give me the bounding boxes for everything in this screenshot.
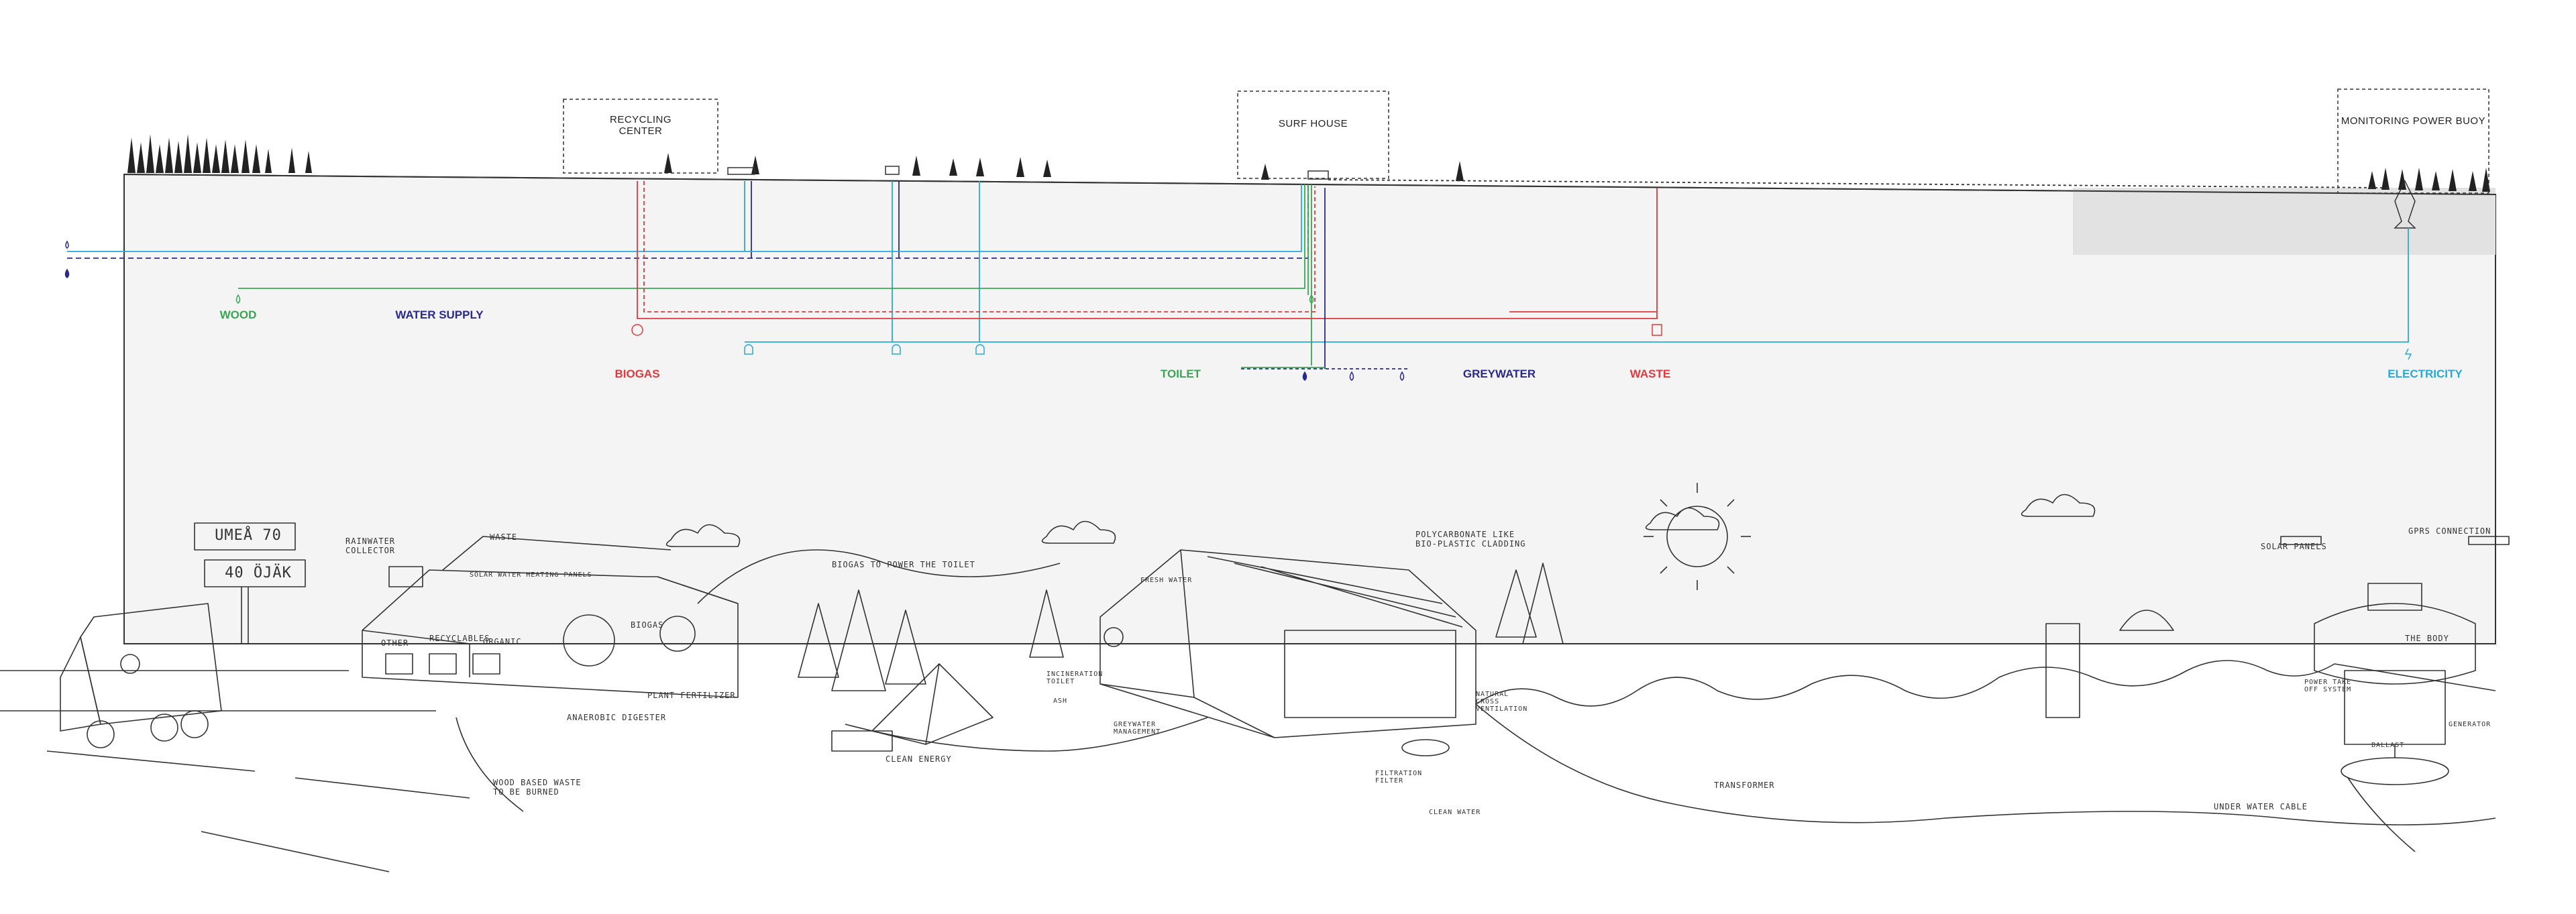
energy-box [831, 730, 893, 752]
anaerobic-label: ANAEROBIC DIGESTER [567, 713, 667, 722]
filtration-label: FILTRATION FILTER [1375, 770, 1423, 785]
flow-arrow [455, 717, 524, 812]
trees-center [798, 563, 1564, 691]
water-supply-heading: WATER SUPPLY [395, 308, 484, 321]
recyclables-label: RECYCLABLES [429, 634, 490, 643]
greywater-heading: GREYWATER [1462, 367, 1536, 380]
recycling-building [362, 536, 739, 698]
recycling-center-title: RECYCLING CENTER [609, 114, 672, 137]
sea-waves [1475, 660, 2496, 707]
surf-house-outline [1237, 91, 1389, 179]
surf-house-title: SURF HOUSE [1278, 118, 1348, 129]
cloud [1041, 520, 1116, 544]
buoy-title: MONITORING POWER BUOY [2341, 115, 2486, 127]
biogas-toilet-label: BIOGAS TO POWER THE TOILET [832, 560, 975, 569]
the-body-label: THE BODY [2405, 634, 2449, 643]
transformer-label: TRANSFORMER [1714, 781, 1775, 790]
road [0, 670, 470, 872]
treeline [127, 134, 2490, 192]
polycarbonate-label: POLYCARBONATE LIKE BIO-PLASTIC CLADDING [1415, 530, 1526, 549]
wood-heading: WOOD [219, 308, 257, 321]
cloud [1645, 507, 1720, 530]
under-water-cable-label: UNDER WATER CABLE [2214, 802, 2308, 811]
endpoint-icons [64, 240, 2412, 381]
toilet-heading: TOILET [1160, 367, 1201, 380]
electricity-heading: ELECTRICITY [2387, 367, 2463, 380]
incineration-toilet-label: INCINERATION TOILET [1046, 671, 1104, 685]
sign-bottom-text: 40 ÖJÄK [225, 565, 292, 581]
sign-top-text: UMEÅ 70 [215, 527, 282, 544]
garbage-truck [60, 603, 222, 748]
clean-water-label: CLEAN WATER [1429, 809, 1481, 816]
recycling-center-outline [563, 99, 718, 174]
ash-label: ASH [1053, 697, 1068, 705]
waste-sketch-label: WASTE [490, 532, 518, 542]
surf-house-sketch [1099, 549, 1477, 738]
ground-line [123, 174, 2496, 195]
ground-buildings [727, 166, 2416, 229]
rainwater-label: RAINWATER COLLECTOR [345, 536, 396, 555]
ballast-label: BALLAST [2371, 742, 2405, 749]
cloud [665, 524, 741, 547]
biogas-sketch-label: BIOGAS [631, 620, 664, 630]
other-label: OTHER [381, 638, 409, 648]
utility-lines [67, 179, 2409, 369]
cloud [2021, 494, 2096, 517]
clean-energy-label: CLEAN ENERGY [885, 754, 952, 764]
biogas-heading: BIOGAS [614, 367, 660, 380]
organic-label: ORGANIC [483, 637, 522, 646]
gprs-label: GPRS CONNECTION [2408, 526, 2491, 536]
tent [871, 663, 994, 745]
solar-panels-label: SOLAR PANELS [2261, 542, 2327, 551]
flow-arrow [845, 717, 1208, 752]
power-take-off-label: POWER TAKE OFF SYSTEM [2304, 679, 2352, 693]
power-buoy [2280, 536, 2510, 852]
wood-waste-label: WOOD BASED WASTE TO BE BURNED [493, 778, 582, 797]
plant-fertilizer-label: PLANT FERTILIZER [647, 691, 736, 700]
generator-label: GENERATOR [2449, 721, 2491, 728]
shoreline [1475, 703, 2496, 825]
flow-arrow [697, 549, 1061, 604]
far-structures [2045, 610, 2174, 718]
sea-section [2073, 188, 2496, 255]
buoy-outline [2337, 89, 2489, 194]
greywater-tank [1401, 739, 1450, 756]
road-sign [194, 522, 306, 644]
sketch-lower [0, 483, 2510, 872]
solar-water-label: SOLAR WATER HEATING PANELS [470, 571, 592, 579]
natural-ventilation-label: NATURAL CROSS VENTILATION [1476, 691, 1528, 713]
fresh-water-label: FRESH WATER [1140, 577, 1193, 584]
greywater-management-label: GREYWATER MANAGEMENT [1114, 721, 1161, 736]
waste-heading: WASTE [1629, 367, 1671, 380]
sun [1666, 506, 1728, 567]
sun-rays [1644, 483, 1751, 590]
